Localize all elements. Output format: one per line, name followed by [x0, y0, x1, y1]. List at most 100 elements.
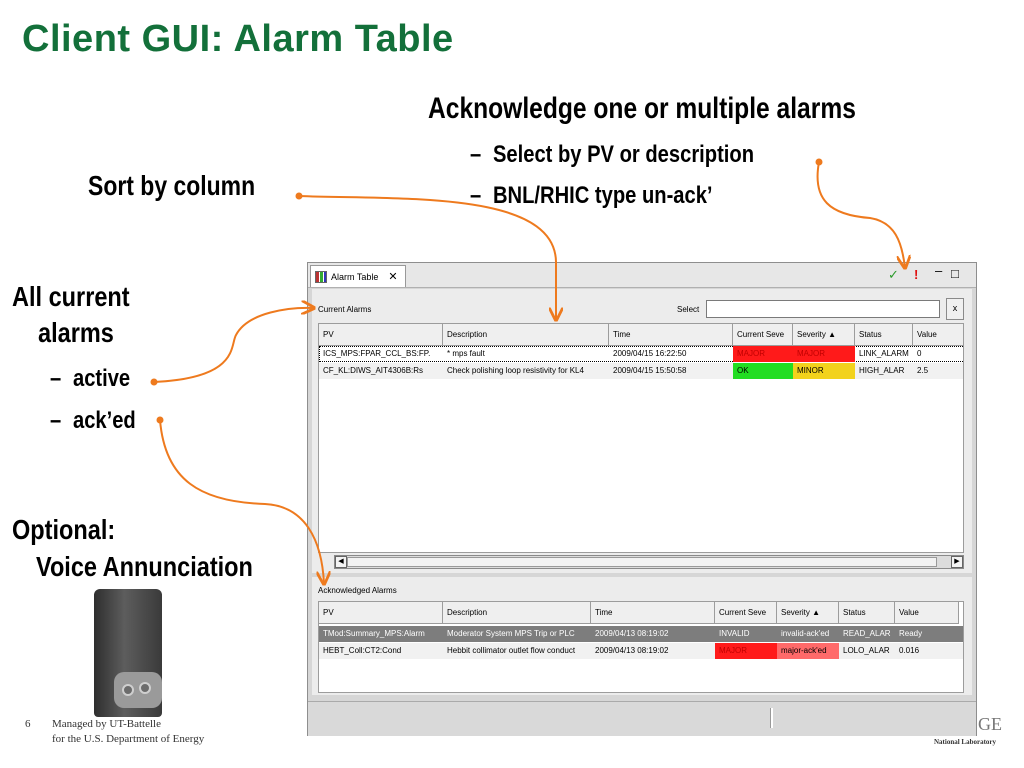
- table-row[interactable]: ICS_MPS:FPAR_CCL_BS:FP. * mps fault 2009…: [319, 346, 963, 362]
- column-header-pv[interactable]: PV: [319, 324, 443, 346]
- cell-description: Hebbit collimator outlet flow conduct: [447, 646, 576, 655]
- cell-severity: MAJOR: [793, 346, 855, 362]
- bullet-dash: –: [470, 182, 482, 209]
- table-row[interactable]: CF_KL:DIWS_AIT4306B:Rs Check polishing l…: [319, 363, 963, 379]
- speaker-knob-2: [139, 682, 151, 694]
- cell-pv: TMod:Summary_MPS:Alarm: [323, 629, 425, 638]
- dot-sort: [295, 192, 303, 200]
- cell-pv: ICS_MPS:FPAR_CCL_BS:FP.: [323, 349, 431, 358]
- arrow-acknowledge: [816, 161, 905, 268]
- column-header-current-severity[interactable]: Current Seve: [733, 324, 793, 346]
- cell-time: 2009/04/13 08:19:02: [595, 629, 669, 638]
- optional-label-1: Optional:: [12, 514, 116, 545]
- unacknowledge-exclamation-icon[interactable]: !: [914, 267, 919, 282]
- cell-time: 2009/04/15 16:22:50: [613, 349, 687, 358]
- column-header-current-severity[interactable]: Current Seve: [715, 602, 777, 624]
- dot-acknowledge: [815, 158, 823, 166]
- bullet-active-text: active: [72, 365, 131, 392]
- acknowledged-alarms-panel: Acknowledged Alarms PV Description Time …: [312, 577, 972, 695]
- cell-current-severity: MAJOR: [733, 346, 793, 362]
- tab-alarm-table[interactable]: Alarm Table ✕: [310, 265, 406, 287]
- footer-line-2: for the U.S. Department of Energy: [52, 733, 205, 745]
- acknowledge-checkmark-icon[interactable]: ✓: [888, 267, 899, 282]
- cell-description: Check polishing loop resistivity for KL4: [447, 366, 584, 375]
- cell-value: 2.5: [917, 366, 929, 375]
- page-number: 6: [25, 718, 31, 730]
- ack-heading: Acknowledge one or multiple alarms: [428, 92, 856, 125]
- arrow-active: [153, 308, 314, 383]
- table-row[interactable]: TMod:Summary_MPS:Alarm Moderator System …: [319, 626, 963, 642]
- cell-severity: MINOR: [793, 363, 855, 379]
- ack-bullet-2: –BNL/RHIC type un-ack’: [470, 182, 713, 210]
- cell-value: 0: [917, 349, 922, 358]
- current-alarms-table: PV Description Time Current Seve Severit…: [318, 323, 964, 553]
- all-current-label-2: alarms: [38, 317, 114, 348]
- all-current-label-1: All current: [12, 281, 130, 312]
- clear-select-button[interactable]: x: [946, 298, 964, 320]
- column-header-value[interactable]: Value: [913, 324, 963, 346]
- scroll-right-icon[interactable]: ▶: [951, 556, 963, 568]
- cell-pv: CF_KL:DIWS_AIT4306B:Rs: [323, 366, 424, 375]
- acknowledged-alarms-table: PV Description Time Current Seve Severit…: [318, 601, 964, 693]
- cell-value: Ready: [899, 629, 923, 638]
- column-header-value[interactable]: Value: [895, 602, 959, 624]
- bullet-dash: –: [50, 365, 62, 392]
- slide-title: Client GUI: Alarm Table: [22, 18, 454, 60]
- cell-description: * mps fault: [447, 349, 485, 358]
- column-header-time[interactable]: Time: [609, 324, 733, 346]
- cell-current-severity: INVALID: [719, 629, 750, 638]
- column-header-status[interactable]: Status: [855, 324, 913, 346]
- bullet-dash: –: [470, 141, 482, 168]
- close-icon[interactable]: ✕: [388, 271, 398, 283]
- column-header-severity[interactable]: Severity ▲: [793, 324, 855, 346]
- current-alarms-label: Current Alarms: [318, 305, 372, 314]
- select-input[interactable]: [706, 300, 940, 318]
- column-header-pv[interactable]: PV: [319, 602, 443, 624]
- column-header-description[interactable]: Description: [443, 602, 591, 624]
- horizontal-scrollbar[interactable]: ◀ ▶: [334, 555, 964, 569]
- acknowledged-alarms-label: Acknowledged Alarms: [318, 586, 397, 595]
- bullet-active: –active: [50, 365, 130, 393]
- column-header-status[interactable]: Status: [839, 602, 895, 624]
- speaker-knob-1: [122, 684, 134, 696]
- table-row[interactable]: HEBT_Coll:CT2:Cond Hebbit collimator out…: [319, 643, 963, 659]
- sort-label: Sort by column: [88, 170, 256, 201]
- bullet-acked: –ack’ed: [50, 407, 136, 435]
- cell-description: Moderator System MPS Trip or PLC: [447, 629, 575, 638]
- status-bar: [308, 701, 976, 736]
- cell-status: LOLO_ALAR: [843, 646, 890, 655]
- logo-fragment: GE: [978, 714, 1002, 734]
- ack-bullet-text: Select by PV or description: [492, 141, 755, 168]
- cell-pv: HEBT_Coll:CT2:Cond: [323, 646, 402, 655]
- cell-current-severity: MAJOR: [715, 643, 777, 659]
- cell-value: 0.016: [899, 646, 920, 655]
- bullet-acked-text: ack’ed: [72, 407, 136, 434]
- table-icon: [315, 270, 327, 283]
- cell-status: LINK_ALARM: [859, 349, 909, 358]
- tab-bar: Alarm Table ✕ ✓ ! – □: [308, 263, 976, 288]
- scroll-left-icon[interactable]: ◀: [335, 556, 347, 568]
- tab-label: Alarm Table: [331, 271, 379, 282]
- logo-subtext: National Laboratory: [934, 738, 997, 746]
- cell-time: 2009/04/15 15:50:58: [613, 366, 687, 375]
- cell-status: HIGH_ALAR: [859, 366, 905, 375]
- cell-severity: invalid-ack'ed: [781, 629, 830, 638]
- column-header-time[interactable]: Time: [591, 602, 715, 624]
- scroll-thumb[interactable]: [347, 557, 937, 567]
- optional-label-2: Voice Annunciation: [36, 551, 253, 582]
- dot-active: [150, 378, 158, 386]
- dot-acked: [156, 416, 164, 424]
- footer-line-1: Managed by UT-Battelle: [52, 718, 161, 730]
- status-bar-divider: [770, 708, 773, 728]
- column-header-description[interactable]: Description: [443, 324, 609, 346]
- select-label: Select: [677, 305, 700, 314]
- ack-bullet-1: –Select by PV or description: [470, 141, 754, 169]
- column-header-severity[interactable]: Severity ▲: [777, 602, 839, 624]
- cell-current-severity: OK: [733, 363, 793, 379]
- maximize-icon[interactable]: □: [951, 266, 959, 281]
- minimize-icon[interactable]: –: [935, 263, 943, 278]
- ack-bullet-text: BNL/RHIC type un-ack’: [492, 182, 713, 209]
- current-alarms-panel: Current Alarms Select x PV Description T…: [312, 289, 972, 573]
- cell-time: 2009/04/13 08:19:02: [595, 646, 669, 655]
- alarm-table-window: Alarm Table ✕ ✓ ! – □ Current Alarms Sel…: [307, 262, 977, 736]
